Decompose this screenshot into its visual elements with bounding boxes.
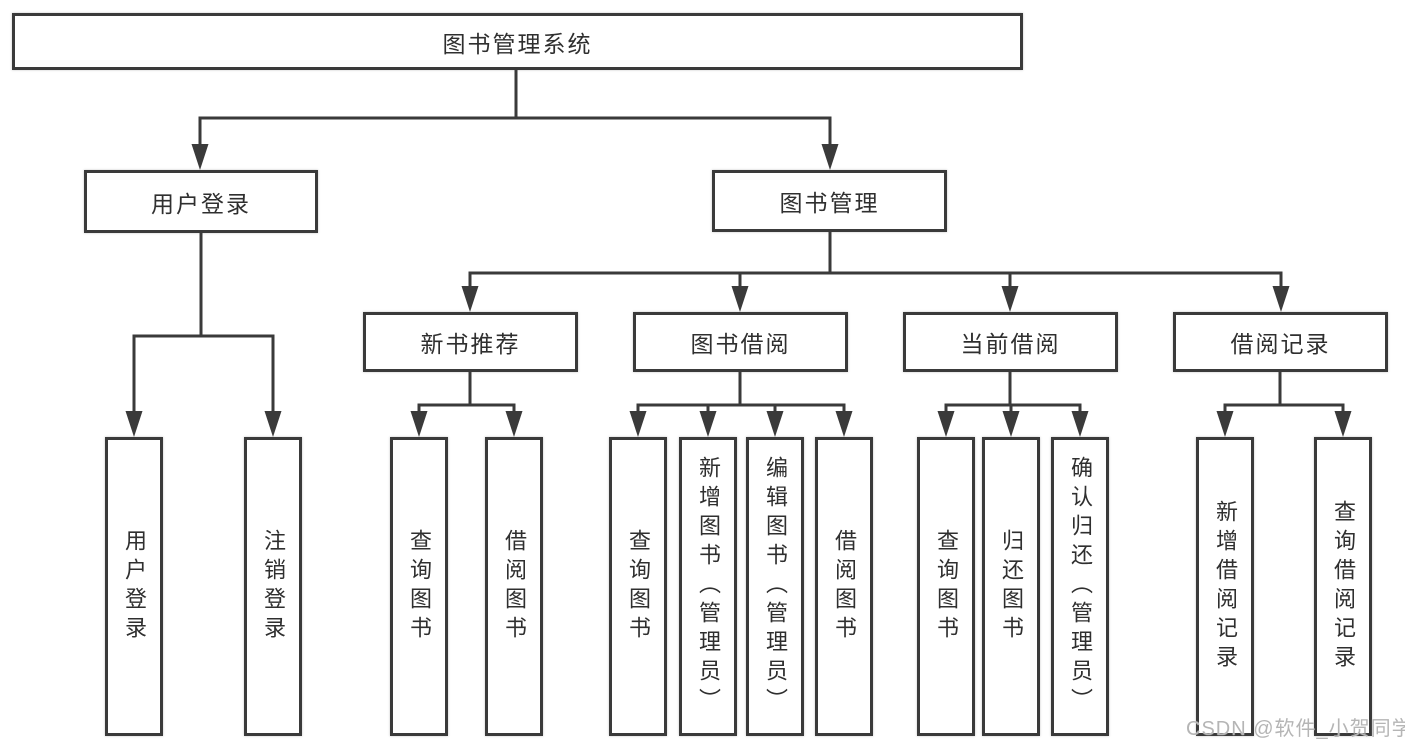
arrow-down-icon bbox=[1001, 286, 1019, 312]
leaf-label: 借阅图书 bbox=[502, 528, 527, 645]
leaf-user-login: 用户登录 bbox=[105, 437, 163, 736]
node-label: 当前借阅 bbox=[960, 331, 1061, 357]
arrow-down-icon bbox=[821, 144, 839, 170]
node-borrowing-records: 借阅记录 bbox=[1173, 312, 1388, 372]
leaf-label: 编辑图书（管理员） bbox=[763, 456, 788, 717]
leaf-query-books-under-recommendation: 查询图书 bbox=[390, 437, 448, 736]
arrow-down-icon bbox=[1272, 286, 1290, 312]
leaf-label: 查询图书 bbox=[626, 528, 651, 645]
leaf-return-books: 归还图书 bbox=[982, 437, 1040, 736]
arrow-down-icon bbox=[766, 411, 784, 437]
leaf-label: 新增借阅记录 bbox=[1213, 499, 1238, 674]
arrow-down-icon bbox=[699, 411, 717, 437]
connector-current-borrow-branch bbox=[944, 372, 1082, 425]
node-new-book-recommendation: 新书推荐 bbox=[363, 312, 578, 372]
leaf-label: 用户登录 bbox=[122, 528, 147, 645]
leaf-logout: 注销登录 bbox=[244, 437, 302, 736]
arrow-down-icon bbox=[1071, 411, 1089, 437]
arrow-down-icon bbox=[1002, 411, 1020, 437]
arrow-down-icon bbox=[835, 411, 853, 437]
arrow-down-icon bbox=[264, 411, 282, 437]
leaf-label: 借阅图书 bbox=[832, 528, 857, 645]
node-user-login: 用户登录 bbox=[84, 170, 318, 233]
arrow-down-icon bbox=[1216, 411, 1234, 437]
leaf-query-books-under-current: 查询图书 bbox=[917, 437, 975, 736]
leaf-label: 查询图书 bbox=[934, 528, 959, 645]
leaf-confirm-return-admin: 确认归还（管理员） bbox=[1051, 437, 1109, 736]
node-label: 用户登录 bbox=[151, 190, 251, 217]
arrow-down-icon bbox=[731, 286, 749, 312]
arrow-down-icon bbox=[937, 411, 955, 437]
leaf-label: 归还图书 bbox=[999, 528, 1024, 645]
leaf-borrow-books-under-recommendation: 借阅图书 bbox=[485, 437, 543, 736]
node-label: 借阅记录 bbox=[1230, 331, 1331, 357]
arrow-down-icon bbox=[629, 411, 647, 437]
arrow-down-icon bbox=[410, 411, 428, 437]
leaf-label: 新增图书（管理员） bbox=[696, 456, 721, 717]
connector-user-login-branch bbox=[132, 233, 275, 425]
leaf-label: 确认归还（管理员） bbox=[1068, 456, 1093, 717]
node-label: 图书管理系统 bbox=[442, 30, 593, 57]
leaf-label: 查询图书 bbox=[407, 528, 432, 645]
node-root-system: 图书管理系统 bbox=[12, 13, 1023, 70]
leaf-edit-books-admin: 编辑图书（管理员） bbox=[746, 437, 804, 736]
leaf-add-borrow-record: 新增借阅记录 bbox=[1196, 437, 1254, 736]
node-current-borrowing: 当前借阅 bbox=[903, 312, 1118, 372]
connector-borrow-records-branch bbox=[1223, 372, 1345, 425]
connector-book-borrow-branch bbox=[636, 372, 846, 425]
node-label: 图书借阅 bbox=[690, 331, 791, 357]
arrow-down-icon bbox=[1334, 411, 1352, 437]
node-label: 图书管理 bbox=[779, 190, 880, 216]
leaf-label: 查询借阅记录 bbox=[1331, 499, 1356, 674]
node-book-borrowing: 图书借阅 bbox=[633, 312, 848, 372]
connector-book-mgmt-branch bbox=[468, 232, 1283, 300]
leaf-label: 注销登录 bbox=[261, 528, 286, 645]
csdn-watermark: CSDN @软件_小贺同学 bbox=[1186, 718, 1405, 740]
leaf-borrow-books: 借阅图书 bbox=[815, 437, 873, 736]
arrow-down-icon bbox=[125, 411, 143, 437]
arrow-down-icon bbox=[505, 411, 523, 437]
leaf-query-books-under-borrowing: 查询图书 bbox=[609, 437, 667, 736]
node-label: 新书推荐 bbox=[420, 331, 521, 357]
connector-root-to-level2 bbox=[198, 68, 832, 158]
leaf-query-borrow-record: 查询借阅记录 bbox=[1314, 437, 1372, 736]
node-book-management: 图书管理 bbox=[712, 170, 947, 232]
connector-new-book-rec-branch bbox=[417, 372, 516, 425]
leaf-add-books-admin: 新增图书（管理员） bbox=[679, 437, 737, 736]
arrow-down-icon bbox=[461, 286, 479, 312]
arrow-down-icon bbox=[191, 144, 209, 170]
